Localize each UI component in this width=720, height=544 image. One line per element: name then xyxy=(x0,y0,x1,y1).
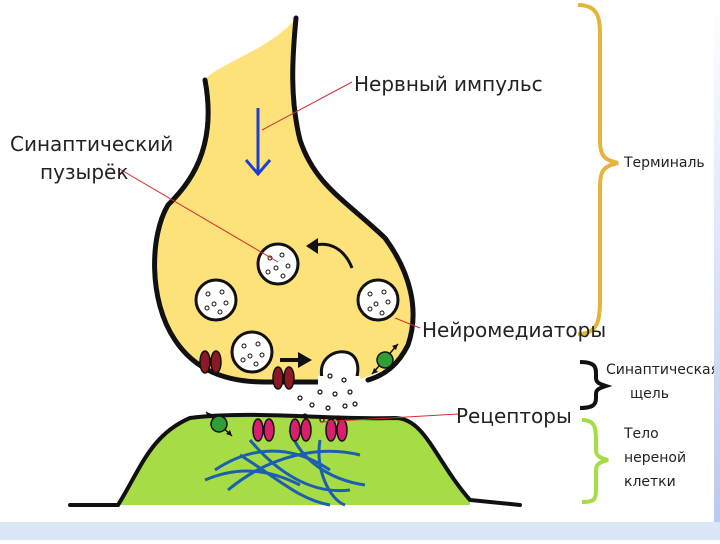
label-body-line3: клетки xyxy=(624,474,676,490)
label-vesicle-line2: пузырёк xyxy=(40,160,129,184)
movement-arrow xyxy=(280,352,312,368)
label-vesicle-line1: Синаптический xyxy=(10,132,174,156)
label-nerve-impulse: Нервный импульс xyxy=(354,72,543,96)
cell-brace xyxy=(581,418,609,504)
slide-bottom-strip xyxy=(0,522,720,540)
pointer-lines xyxy=(117,81,459,423)
transporter-pre xyxy=(371,343,399,375)
postsynaptic-cell xyxy=(118,414,470,505)
label-neurotransmitters: Нейромедиаторы xyxy=(422,318,607,342)
synaptic-vesicle xyxy=(194,278,238,322)
transporter-post xyxy=(205,411,233,437)
neurotransmitter-molecules xyxy=(297,373,358,423)
synaptic-vesicle xyxy=(356,278,400,322)
slide-edge-strip xyxy=(714,0,720,540)
receptors xyxy=(252,418,348,442)
postsynaptic-outline xyxy=(68,412,522,507)
impulse-arrow xyxy=(244,108,272,177)
vesicle-opening xyxy=(318,376,360,386)
label-cleft-line2: щель xyxy=(630,386,669,402)
cleft-brace xyxy=(579,360,613,410)
terminal-right-outline xyxy=(290,15,416,383)
vesicles xyxy=(194,242,400,374)
recycling-arrow xyxy=(306,238,354,269)
label-body-line2: нереной xyxy=(624,450,687,466)
presynaptic-channels xyxy=(199,350,295,390)
label-body-line1: Тело xyxy=(624,426,659,442)
label-receptors: Рецепторы xyxy=(456,404,572,428)
synaptic-vesicle xyxy=(230,330,274,374)
fusing-vesicle xyxy=(319,350,360,381)
terminal-brace xyxy=(577,3,619,336)
label-terminal: Терминаль xyxy=(624,155,705,171)
synaptic-vesicle xyxy=(256,242,300,286)
label-cleft-line1: Синаптическая xyxy=(606,362,720,378)
